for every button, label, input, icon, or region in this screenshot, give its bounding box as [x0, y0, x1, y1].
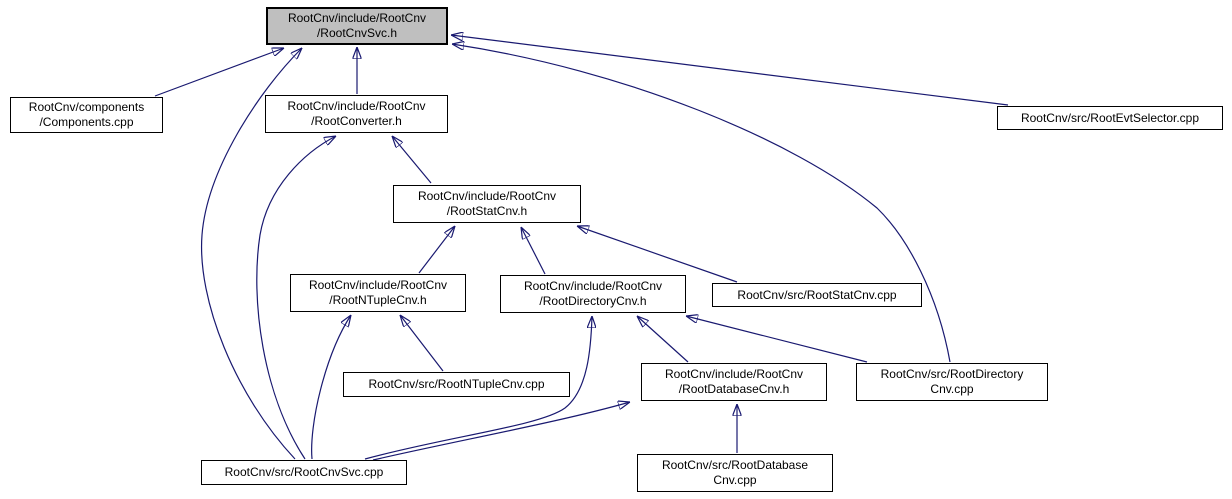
node-label: RootCnv/include/RootCnv: [523, 279, 663, 293]
node-root-evt-selector-cpp[interactable]: RootCnv/src/RootEvtSelector.cpp: [997, 106, 1223, 130]
node-root-stat-cnv-cpp[interactable]: RootCnv/src/RootStatCnv.cpp: [712, 283, 922, 307]
edge-root-directory-cnv-cpp--root-cnv-svc-h: [452, 44, 951, 363]
node-label: /RootCnvSvc.h: [316, 26, 398, 40]
edge-root-cnv-svc-cpp--root-directory-cnv-h: [364, 316, 592, 460]
node-label: RootCnv/src/RootNTupleCnv.cpp: [368, 377, 545, 391]
node-label: RootCnv/src/RootStatCnv.cpp: [737, 287, 897, 302]
node-root-database-cnv-cpp[interactable]: RootCnv/src/RootDatabase Cnv.cpp: [637, 454, 833, 492]
node-label: RootCnv/include/RootCnv: [308, 278, 448, 292]
node-label: /RootStatCnv.h: [446, 204, 528, 218]
edge-root-cnv-svc-cpp--root-cnv-svc-h: [200, 48, 302, 460]
node-label: RootCnv/include/RootCnv: [287, 99, 426, 113]
edge-root-ntuple-cnv-cpp--root-ntuple-cnv-h: [400, 315, 444, 372]
node-root-directory-cnv-h[interactable]: RootCnv/include/RootCnv /RootDirectoryCn…: [500, 275, 686, 313]
node-root-stat-cnv-h[interactable]: RootCnv/include/RootCnv /RootStatCnv.h: [393, 185, 581, 223]
node-root-converter-h[interactable]: RootCnv/include/RootCnv /RootConverter.h: [265, 95, 448, 133]
node-label: RootCnv/include/RootCnv: [287, 11, 427, 25]
node-label: Cnv.cpp: [713, 473, 757, 487]
node-root-cnv-svc-h: RootCnv/include/RootCnv /RootCnvSvc.h: [266, 7, 448, 45]
node-label: /Components.cpp: [39, 115, 134, 129]
edge-root-cnv-svc-cpp--root-database-cnv-h: [372, 402, 630, 461]
edge-root-directory-cnv-h--root-stat-cnv-h: [521, 227, 546, 275]
node-label: RootCnv/include/RootCnv: [664, 367, 804, 381]
edge-root-database-cnv-h--root-directory-cnv-h: [637, 316, 689, 363]
edge-components-cpp--root-cnv-svc-h: [154, 48, 284, 97]
node-label: /RootDatabaseCnv.h: [678, 382, 790, 396]
node-label: RootCnv/src/RootDatabase: [661, 458, 809, 472]
node-root-ntuple-cnv-cpp[interactable]: RootCnv/src/RootNTupleCnv.cpp: [343, 372, 570, 397]
node-root-ntuple-cnv-h[interactable]: RootCnv/include/RootCnv /RootNTupleCnv.h: [290, 274, 466, 312]
node-label: /RootNTupleCnv.h: [329, 293, 427, 307]
node-label: /RootDirectoryCnv.h: [539, 294, 647, 308]
edge-root-stat-cnv-h--root-converter-h: [392, 136, 432, 184]
node-label: Cnv.cpp: [930, 382, 974, 396]
node-label: RootCnv/src/RootEvtSelector.cpp: [1020, 110, 1200, 125]
node-root-directory-cnv-cpp[interactable]: RootCnv/src/RootDirectory Cnv.cpp: [856, 363, 1048, 401]
node-label: RootCnv/include/RootCnv: [417, 189, 557, 203]
node-root-cnv-svc-cpp[interactable]: RootCnv/src/RootCnvSvc.cpp: [201, 460, 407, 485]
edge-root-ntuple-cnv-h--root-stat-cnv-h: [418, 226, 455, 274]
node-components-cpp[interactable]: RootCnv/components /Components.cpp: [10, 97, 163, 133]
node-label: RootCnv/src/RootDirectory: [880, 367, 1024, 381]
edge-root-cnv-svc-cpp--root-ntuple-cnv-h: [311, 315, 351, 460]
node-root-database-cnv-h[interactable]: RootCnv/include/RootCnv /RootDatabaseCnv…: [641, 363, 827, 401]
node-label: /RootConverter.h: [311, 114, 402, 128]
edge-root-evt-selector-cpp--root-cnv-svc-h: [451, 35, 1009, 106]
edge-root-cnv-svc-cpp--root-converter-h: [256, 136, 336, 460]
node-label: RootCnv/src/RootCnvSvc.cpp: [224, 465, 384, 479]
edge-root-stat-cnv-cpp--root-stat-cnv-h: [577, 226, 738, 283]
node-label: RootCnv/components: [28, 100, 145, 114]
edge-root-directory-cnv-cpp--root-directory-cnv-h: [686, 316, 868, 363]
